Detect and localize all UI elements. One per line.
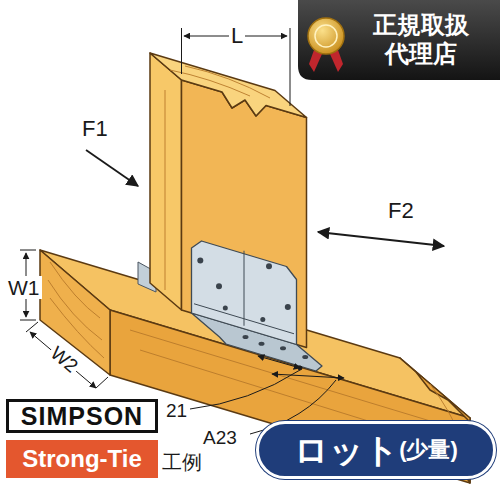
nail-hole — [243, 335, 249, 339]
node-text: SIMPSON — [21, 404, 143, 429]
extension-line — [20, 250, 36, 251]
nail-hole — [259, 342, 265, 346]
medal-inner — [315, 25, 337, 47]
brand-logo: Strong-Tie — [6, 440, 158, 478]
grain-line — [50, 262, 100, 318]
nail-hole — [223, 306, 228, 311]
extension-line — [181, 28, 182, 74]
bracket-rib — [194, 304, 294, 334]
force-label: F1 — [82, 118, 108, 140]
extension-line — [26, 322, 38, 332]
force-arrows — [86, 150, 444, 246]
callout-number: 21 — [166, 401, 187, 420]
post — [150, 53, 307, 348]
caption-fragment: 工例 — [162, 452, 202, 472]
callout-number: A23 — [203, 428, 237, 447]
medal-icon — [308, 18, 344, 72]
medal-disc — [308, 18, 344, 54]
post-top — [150, 53, 307, 118]
extension-line — [20, 320, 36, 321]
nail-spacing-line — [258, 356, 300, 368]
node-text: Strong-Tie — [22, 447, 142, 471]
dealer-badge: 正規取扱 代理店 — [348, 6, 494, 74]
dimension-label: L — [229, 24, 245, 48]
nail-spacing-line — [272, 374, 344, 378]
nail-hole — [302, 355, 308, 359]
nail-hole — [260, 317, 265, 322]
extension-line — [96, 377, 108, 388]
nail-hole — [280, 346, 286, 350]
grain-line — [165, 90, 166, 290]
dimension-label: W1 — [6, 276, 42, 299]
lot-pill: ロット(少量) — [256, 421, 496, 479]
force-arrow — [318, 232, 444, 246]
leader-line — [190, 370, 300, 409]
grain-line — [48, 280, 102, 340]
node-text: 正規取扱 代理店 — [365, 11, 477, 69]
dimension-lines — [20, 28, 344, 434]
nail-hole — [197, 258, 203, 264]
nail-hole — [216, 283, 222, 289]
bracket-holes — [197, 258, 308, 359]
post-front-face — [182, 80, 307, 348]
angle-bracket — [192, 241, 323, 371]
leader-dot — [298, 366, 302, 370]
node-text: (少量) — [399, 439, 458, 461]
bracket-vertical-leg — [192, 241, 297, 345]
post-left-face — [150, 53, 182, 310]
dimension-line — [30, 332, 96, 388]
brand-logo: SIMPSON — [6, 399, 158, 433]
grain-line — [185, 66, 270, 98]
node-text: ロット — [294, 433, 399, 467]
force-arrow — [86, 150, 138, 186]
extension-line — [290, 28, 291, 106]
nail-hole — [285, 304, 291, 310]
bracket-crease — [244, 251, 245, 326]
nail-hole — [266, 263, 272, 269]
force-label: F2 — [388, 200, 414, 222]
badge-ground — [298, 0, 500, 80]
